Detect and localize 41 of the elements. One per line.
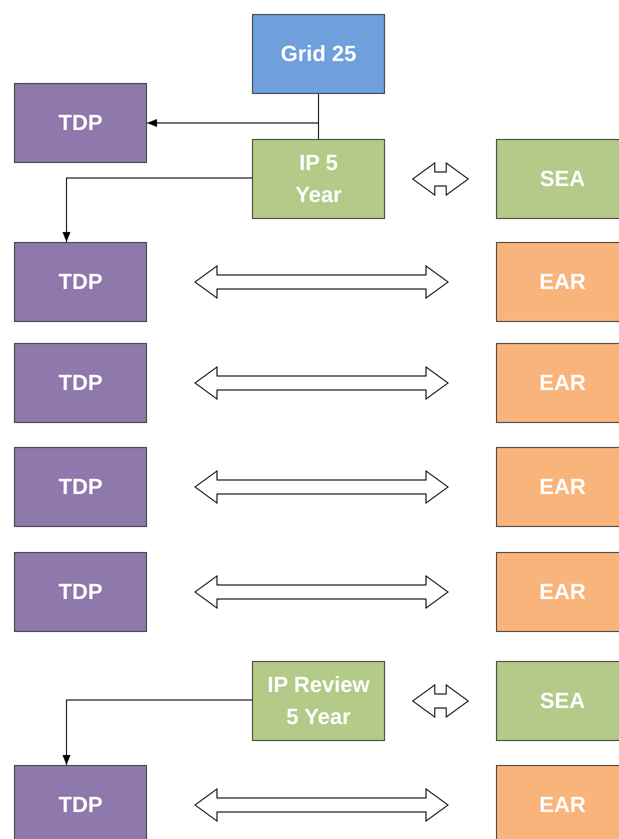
process-box	[252, 14, 385, 94]
box-label: EAR	[538, 578, 587, 606]
box-label: SEA	[538, 165, 586, 193]
arrow	[62, 178, 252, 242]
double-block-arrow	[194, 366, 449, 400]
double-block-arrow	[194, 470, 449, 504]
process-box	[14, 552, 147, 632]
process-box	[14, 343, 147, 423]
box-label: TDP	[58, 473, 104, 501]
box-label: IP Review 5 Year	[266, 671, 371, 731]
double-block-arrow	[194, 788, 449, 822]
box-label: TDP	[58, 791, 104, 819]
process-box	[496, 139, 619, 219]
box-label: SEA	[538, 687, 586, 715]
box-label: TDP	[58, 109, 104, 137]
process-box	[496, 242, 619, 322]
process-box	[496, 447, 619, 527]
process-box	[252, 661, 385, 741]
process-box	[496, 552, 619, 632]
box-label: EAR	[538, 791, 587, 819]
double-block-arrow	[412, 162, 470, 196]
process-box	[496, 765, 619, 839]
box-label: EAR	[538, 473, 587, 501]
box-label: IP 5 Year	[294, 149, 343, 209]
double-block-arrow	[194, 575, 449, 609]
double-block-arrow	[412, 684, 470, 718]
box-label: TDP	[58, 578, 104, 606]
arrow	[62, 700, 252, 766]
double-block-arrow	[194, 265, 449, 299]
process-box	[14, 242, 147, 322]
process-box	[14, 765, 147, 839]
box-label: EAR	[538, 268, 587, 296]
process-box	[14, 83, 147, 163]
process-box	[252, 139, 385, 219]
process-box	[496, 661, 619, 741]
box-label: Grid 25	[280, 40, 358, 68]
box-label: TDP	[58, 369, 104, 397]
box-label: TDP	[58, 268, 104, 296]
process-box	[496, 343, 619, 423]
box-label: EAR	[538, 369, 587, 397]
process-box	[14, 447, 147, 527]
